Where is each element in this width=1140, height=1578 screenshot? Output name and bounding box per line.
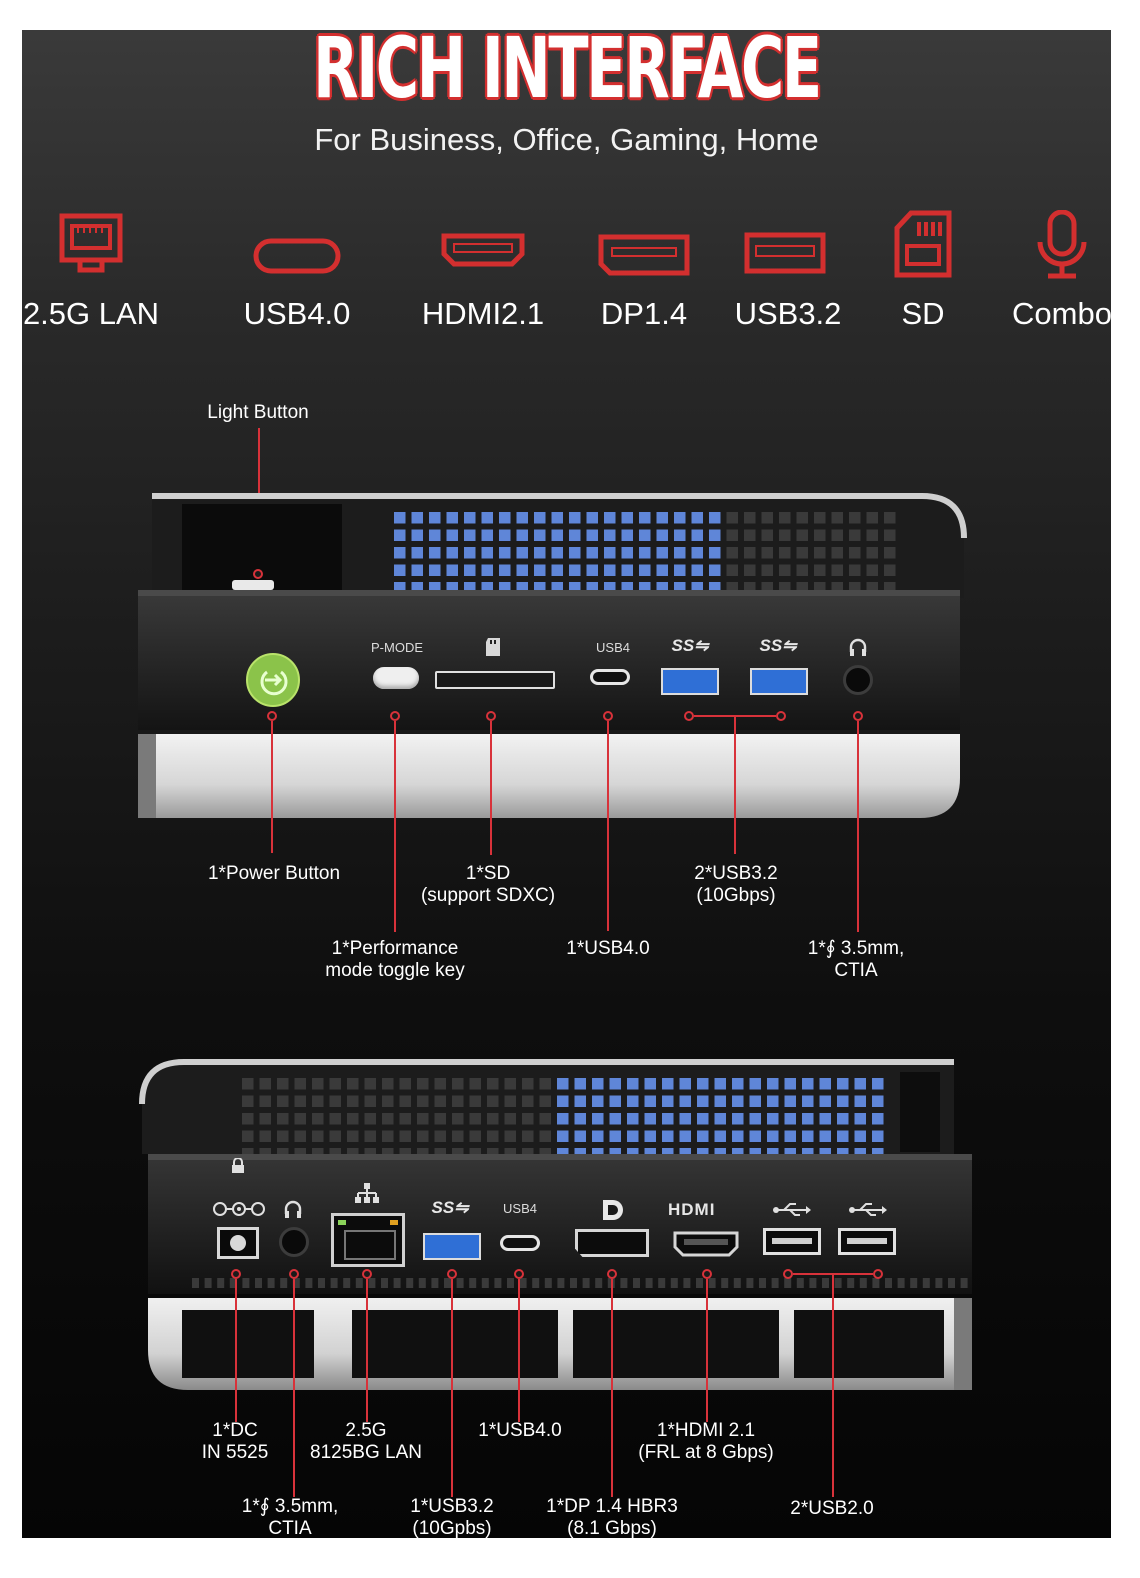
- usb4-port-front[interactable]: [590, 669, 630, 685]
- usb-a-port-icon: [744, 232, 826, 274]
- callout-audio-rear: 1*∮ 3.5mm,CTIA: [241, 1496, 339, 1538]
- rear-panel-device: [139, 1059, 972, 1390]
- usb4-port-rear[interactable]: [500, 1235, 540, 1251]
- audio-jack-rear[interactable]: [279, 1227, 309, 1257]
- callout-usb40-front: 1*USB4.0: [566, 938, 650, 959]
- front-panel-device: [138, 493, 967, 818]
- usb32-port-front-2[interactable]: [750, 668, 808, 695]
- feature-label-sd: SD: [901, 296, 945, 331]
- feature-label-hdmi: HDMI2.1: [421, 296, 545, 331]
- superspeed-logo: SS⇋: [671, 636, 709, 655]
- usb20-port-2[interactable]: [838, 1228, 896, 1255]
- feature-label-lan: 2.5G LAN: [22, 296, 160, 331]
- dc-polarity-icon: [213, 1202, 265, 1216]
- hdmi-logo: HDMI: [668, 1200, 716, 1219]
- feature-label-usb4: USB4.0: [243, 296, 351, 331]
- displayport-icon: [598, 234, 690, 276]
- product-panel: RICH INTERFACE For Business, Office, Gam…: [22, 30, 1111, 1538]
- sd-card-small-icon: [486, 638, 500, 656]
- callout-power-button: 1*Power Button: [207, 863, 341, 884]
- microphone-icon: [1037, 210, 1087, 279]
- sd-card-slot[interactable]: [435, 671, 555, 689]
- callout-light-button: Light Button: [207, 402, 309, 423]
- port-label-usb4-front: USB4: [596, 640, 630, 655]
- usb32-port-rear[interactable]: [423, 1233, 481, 1260]
- callout-usb20: 2*USB2.0: [790, 1498, 874, 1519]
- ethernet-port-icon: [59, 213, 123, 273]
- superspeed-logo: SS⇋: [431, 1198, 469, 1217]
- sd-card-icon: [894, 210, 952, 278]
- power-button-icon[interactable]: [245, 652, 301, 708]
- callout-usb40-rear: 1*USB4.0: [478, 1420, 562, 1441]
- callout-audio-front: 1*∮ 3.5mm,CTIA: [807, 938, 905, 981]
- superspeed-logo: SS⇋: [759, 636, 797, 655]
- callout-hdmi: 1*HDMI 2.1(FRL at 8 Gbps): [638, 1420, 774, 1463]
- usb-symbol-icon: [773, 1203, 811, 1216]
- lock-icon: [232, 1158, 244, 1173]
- network-icon: [355, 1183, 379, 1203]
- dc-in-port[interactable]: [217, 1227, 259, 1259]
- hdmi-port-icon: [441, 233, 525, 267]
- usb20-port-1[interactable]: [763, 1228, 821, 1255]
- feature-label-usb32: USB3.2: [734, 296, 842, 331]
- headphone-icon: [284, 1200, 302, 1218]
- feature-label-dp: DP1.4: [600, 296, 688, 331]
- hero-subtitle: For Business, Office, Gaming, Home: [314, 122, 819, 157]
- headphone-icon: [849, 638, 867, 656]
- callout-usb32-front: 2*USB3.2(10Gbps): [694, 863, 778, 906]
- audio-jack-front[interactable]: [843, 665, 873, 695]
- callout-usb32-rear: 1*USB3.2(10Gpbs): [410, 1496, 494, 1538]
- ethernet-port[interactable]: [331, 1213, 405, 1267]
- port-label-pmode: P-MODE: [371, 640, 423, 655]
- usb32-port-front-1[interactable]: [661, 668, 719, 695]
- usb-c-port-icon: [253, 238, 341, 274]
- displayport-logo-icon: [603, 1200, 623, 1220]
- hdmi-port[interactable]: [672, 1229, 740, 1259]
- port-label-usb4-rear: USB4: [503, 1201, 537, 1216]
- usb-symbol-icon: [849, 1203, 887, 1216]
- callout-sd: 1*SD(support SDXC): [420, 863, 556, 906]
- hero-title: RICH INTERFACE: [313, 30, 822, 117]
- displayport-port[interactable]: [575, 1229, 649, 1257]
- feature-label-combo: Combo: [1012, 296, 1111, 331]
- performance-mode-key[interactable]: [373, 667, 419, 689]
- callout-displayport: 1*DP 1.4 HBR3(8.1 Gbps): [546, 1496, 678, 1538]
